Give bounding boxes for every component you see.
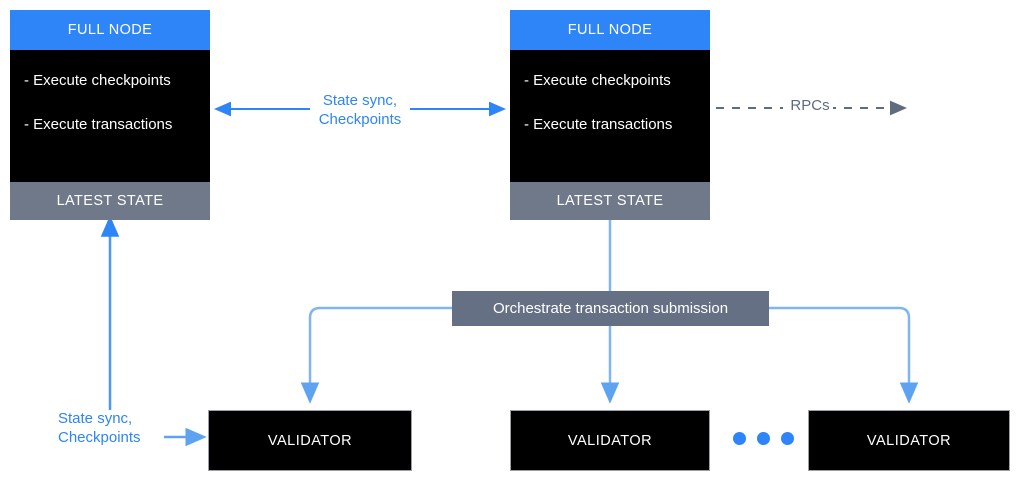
edge-orchestrator-to-validator-1: [300, 306, 452, 404]
full-node-right-latest-state: LATEST STATE: [510, 182, 710, 220]
orchestrator-label: Orchestrate transaction submission: [492, 300, 729, 317]
validator-3-label: VALIDATOR: [866, 432, 952, 449]
edge-label-state-sync-top: State sync, Checkpoints: [310, 92, 410, 130]
ellipsis-dot-2: [757, 432, 770, 445]
validator-2-label: VALIDATOR: [567, 432, 653, 449]
validator-box-1[interactable]: VALIDATOR: [208, 410, 412, 471]
full-node-left-latest-state: LATEST STATE: [10, 182, 210, 220]
full-node-right[interactable]: FULL NODE - Execute checkpoints - Execut…: [510, 10, 710, 220]
validator-1-label: VALIDATOR: [267, 432, 353, 449]
edge-label-rpcs: RPCs: [787, 98, 833, 113]
orchestrate-transaction-submission-box[interactable]: Orchestrate transaction submission: [452, 291, 769, 326]
full-node-left-body: - Execute checkpoints - Execute transact…: [10, 50, 210, 182]
full-node-right-bullet-1: - Execute checkpoints: [524, 72, 671, 89]
ellipsis-dot-3: [781, 432, 794, 445]
validator-box-2[interactable]: VALIDATOR: [510, 410, 710, 471]
full-node-left-header: FULL NODE: [10, 10, 210, 50]
full-node-right-header: FULL NODE: [510, 10, 710, 50]
full-node-left-bullet-2: - Execute transactions: [24, 116, 173, 133]
full-node-right-body: - Execute checkpoints - Execute transact…: [510, 50, 710, 182]
edge-orchestrator-to-validator-3: [769, 306, 919, 404]
full-node-left-bullet-1: - Execute checkpoints: [24, 72, 171, 89]
full-node-right-bullet-2: - Execute transactions: [524, 116, 673, 133]
edge-label-state-sync-bottom: State sync, Checkpoints: [58, 410, 164, 448]
validator-box-3[interactable]: VALIDATOR: [808, 410, 1010, 471]
ellipsis-dot-1: [733, 432, 746, 445]
full-node-left[interactable]: FULL NODE - Execute checkpoints - Execut…: [10, 10, 210, 220]
ellipsis-dots-icon: [733, 432, 794, 445]
